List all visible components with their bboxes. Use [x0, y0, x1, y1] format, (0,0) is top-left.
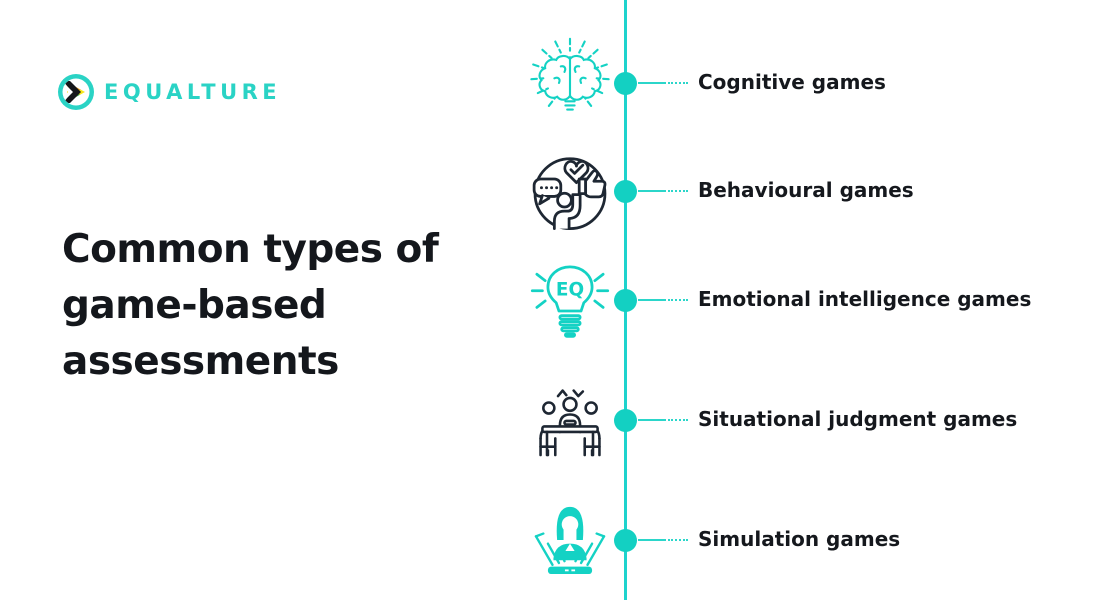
- timeline-dot: [614, 289, 637, 312]
- timeline-dot: [614, 409, 637, 432]
- connector-dotted: [668, 419, 688, 421]
- title-line-1: Common types of: [62, 227, 439, 272]
- item-label: Simulation games: [698, 527, 901, 551]
- item-label: Cognitive games: [698, 70, 886, 94]
- svg-text:EQ: EQ: [556, 279, 584, 300]
- item-label: Situational judgment games: [698, 407, 1018, 431]
- connector-solid: [638, 82, 666, 84]
- title-line-2: game-based: [62, 283, 327, 328]
- brand-wordmark: EQUALTURE: [104, 80, 282, 104]
- equalture-pride-arrow-icon: [58, 74, 94, 110]
- item-label: Emotional intelligence games: [698, 287, 1032, 311]
- connector-solid: [638, 539, 666, 541]
- connector-solid: [638, 419, 666, 421]
- meeting-table-icon: [524, 374, 616, 466]
- timeline-dot: [614, 529, 637, 552]
- person-heart-thumbsup-icon: [524, 144, 616, 236]
- eq-lightbulb-icon: EQ: [524, 254, 616, 346]
- connector-dotted: [668, 539, 688, 541]
- title-line-3: assessments: [62, 339, 339, 384]
- brain-rays-icon: [524, 36, 616, 128]
- connector-solid: [638, 190, 666, 192]
- connector-solid: [638, 299, 666, 301]
- brand-logo: EQUALTURE: [58, 74, 281, 110]
- connector-dotted: [668, 299, 688, 301]
- item-label: Behavioural games: [698, 178, 914, 202]
- connector-dotted: [668, 190, 688, 192]
- hologram-person-laptop-icon: [524, 494, 616, 586]
- connector-dotted: [668, 82, 688, 84]
- timeline-dot: [614, 180, 637, 203]
- timeline-dot: [614, 72, 637, 95]
- page-title: Common types of game-based assessments: [62, 222, 492, 390]
